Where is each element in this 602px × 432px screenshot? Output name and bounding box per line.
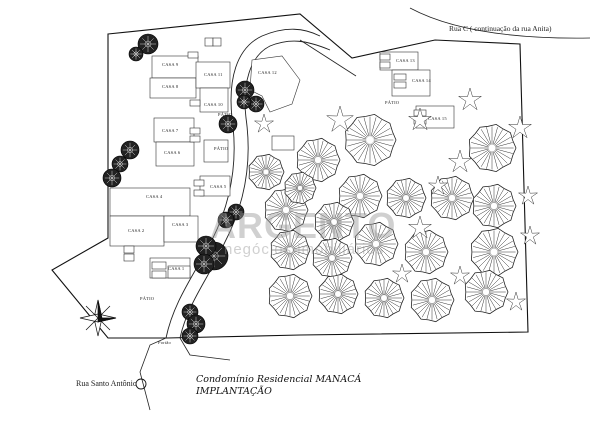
house-label-casa-6: CASA 6 bbox=[164, 150, 181, 155]
star-tree-icon bbox=[407, 107, 433, 131]
dark-tree-icon bbox=[102, 168, 122, 188]
tree-icon bbox=[468, 123, 517, 173]
house-label-casa-15: CASA 15 bbox=[428, 116, 447, 121]
plan-caption: Condomínio Residencial MANACÁ IMPLANTAÇÃ… bbox=[196, 374, 361, 398]
star-tree-icon bbox=[519, 225, 541, 245]
dark-tree-icon bbox=[128, 46, 144, 62]
star-tree-icon bbox=[325, 105, 355, 133]
tree-icon bbox=[410, 277, 455, 323]
houses-left bbox=[109, 37, 231, 279]
forest-trees bbox=[248, 113, 519, 323]
houses-right bbox=[379, 51, 455, 129]
patio-label-2: PÁTIO bbox=[140, 296, 155, 301]
street-rua-c-curve bbox=[409, 7, 591, 39]
tree-icon bbox=[345, 113, 397, 167]
star-trees bbox=[253, 87, 541, 311]
watermark-tagline: negócios imobiliários bbox=[224, 241, 385, 258]
tree-icon bbox=[296, 137, 341, 183]
house-label-casa-12: CASA 12 bbox=[258, 70, 277, 75]
dark-tree-icon bbox=[218, 114, 238, 134]
star-tree-icon bbox=[517, 185, 539, 205]
driveway-branch bbox=[299, 39, 357, 77]
tree-icon bbox=[312, 237, 353, 279]
star-tree-icon bbox=[427, 175, 449, 195]
dark-tree-icon bbox=[235, 80, 255, 100]
star-tree-icon bbox=[457, 87, 483, 111]
tree-icon bbox=[314, 201, 355, 243]
star-tree-icon bbox=[507, 115, 533, 139]
caption-subtitle: IMPLANTAÇÃO bbox=[196, 386, 272, 397]
tree-icon bbox=[354, 221, 399, 267]
house-12-garage bbox=[271, 135, 295, 151]
tree-icon bbox=[318, 273, 359, 315]
house-label-casa-11: CASA 11 bbox=[204, 72, 223, 77]
house-label-casa-14: CASA 14 bbox=[412, 78, 431, 83]
patio-label-3: PÁTIO bbox=[385, 100, 400, 105]
tree-icon bbox=[430, 175, 475, 221]
dark-trees bbox=[102, 33, 265, 345]
star-tree-icon bbox=[505, 291, 527, 311]
tree-icon bbox=[470, 227, 519, 277]
house-label-casa-8: CASA 8 bbox=[162, 84, 179, 89]
star-tree-icon bbox=[407, 215, 433, 239]
dark-tree-icon bbox=[111, 155, 129, 173]
house-label-casa-7: CASA 7 bbox=[162, 128, 179, 133]
house-label-casa-4: CASA 4 bbox=[146, 194, 163, 199]
driveway-left-edge bbox=[165, 28, 321, 339]
dark-tree-icon bbox=[137, 33, 159, 55]
patio-label-1: PÁTIO bbox=[214, 146, 229, 151]
driveway-right-edge bbox=[179, 40, 331, 339]
tree-icon bbox=[268, 273, 313, 319]
dark-tree-icon bbox=[120, 140, 140, 160]
house-label-casa-3: CASA 3 bbox=[172, 222, 189, 227]
tree-icon bbox=[464, 269, 509, 315]
entrance-path-2 bbox=[179, 337, 231, 361]
house-label-casa-5: CASA 5 bbox=[210, 184, 227, 189]
tree-icon bbox=[386, 177, 427, 219]
gate-label-portao: Portão bbox=[158, 340, 171, 345]
tree-icon bbox=[338, 173, 383, 219]
house-label-casa-1: CASA 1 bbox=[168, 266, 185, 271]
dark-tree-icon bbox=[217, 211, 235, 229]
street-label-rua-santo-antonio: Rua Santo Antônio bbox=[76, 379, 137, 388]
star-tree-icon bbox=[253, 113, 275, 133]
caption-title: Condomínio Residencial MANACÁ bbox=[196, 374, 362, 385]
property-boundary bbox=[51, 13, 529, 339]
street-label-rua-c: Rua C ( continuação da rua Anita) bbox=[449, 24, 552, 33]
star-tree-icon bbox=[449, 265, 471, 285]
tree-icon bbox=[404, 229, 449, 275]
entrance-path bbox=[139, 337, 167, 411]
house-label-casa-13: CASA 13 bbox=[396, 58, 415, 63]
house-label-casa-9: CASA 9 bbox=[162, 62, 179, 67]
watermark-brand: ARGENTO bbox=[210, 205, 397, 246]
dark-tree-icon bbox=[236, 94, 252, 110]
patio-label-4: PÁTIO bbox=[218, 112, 233, 117]
rua-santo-antonio-marker bbox=[135, 378, 147, 390]
star-tree-icon bbox=[391, 263, 413, 283]
watermark-logo: ARGENTO negócios imobiliários bbox=[210, 205, 396, 258]
house-label-casa-10: CASA 10 bbox=[204, 102, 223, 107]
tree-icon bbox=[284, 171, 317, 205]
tree-icon bbox=[472, 183, 517, 229]
tree-icon bbox=[248, 153, 285, 191]
house-label-casa-2: CASA 2 bbox=[128, 228, 145, 233]
tree-icon bbox=[364, 277, 405, 319]
dark-tree-icon bbox=[181, 327, 199, 345]
star-tree-icon bbox=[447, 149, 473, 173]
north-arrow-icon bbox=[79, 299, 117, 337]
dark-tree-icon bbox=[193, 253, 215, 275]
tree-icon bbox=[270, 229, 311, 271]
